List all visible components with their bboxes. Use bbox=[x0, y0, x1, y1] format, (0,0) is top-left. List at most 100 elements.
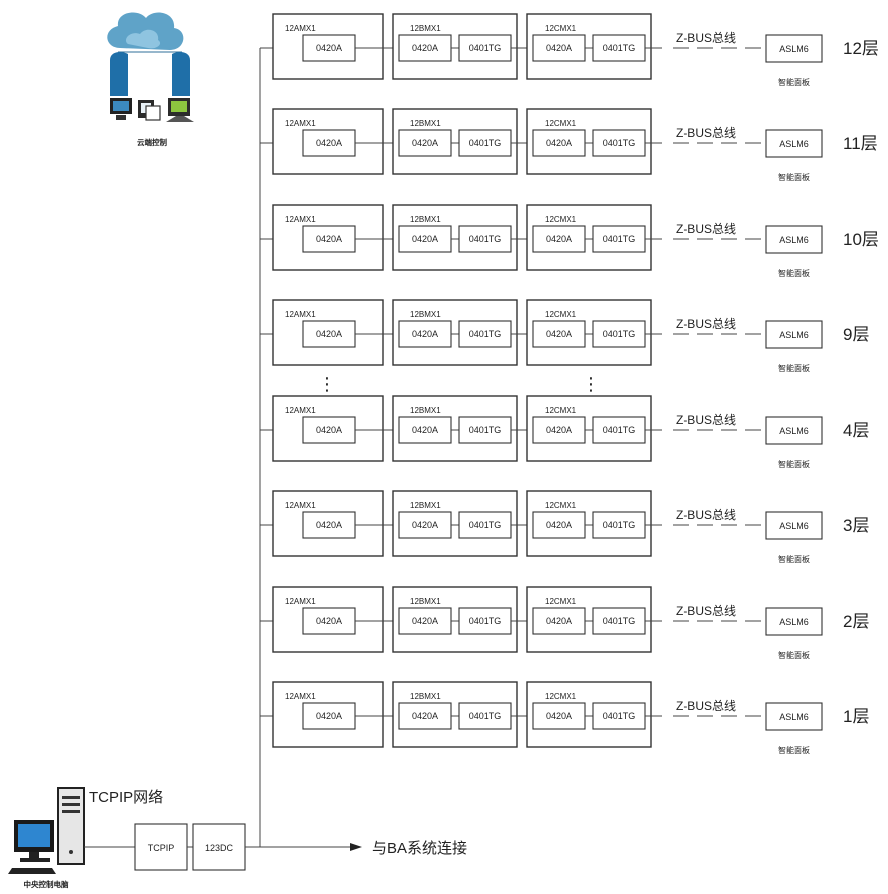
aslm6-label: ASLM6 bbox=[779, 617, 809, 627]
module-0420a-label: 0420A bbox=[316, 616, 342, 626]
module-0420a-label: 0420A bbox=[316, 329, 342, 339]
module-0420a bbox=[398, 416, 452, 444]
aslm6-label: ASLM6 bbox=[779, 44, 809, 54]
cloud-control-caption: 云端控制 bbox=[137, 137, 167, 147]
aslm6-label: ASLM6 bbox=[779, 139, 809, 149]
module-0420a bbox=[532, 511, 586, 539]
module-0401tg bbox=[592, 320, 646, 348]
module-0401tg bbox=[458, 416, 512, 444]
smart-panel-caption: 智能面板 bbox=[778, 363, 810, 373]
module-0420a-label: 0420A bbox=[546, 520, 572, 530]
module-0420a bbox=[302, 320, 356, 348]
module-0401tg-label: 0401TG bbox=[469, 138, 502, 148]
module-0420a-label: 0420A bbox=[546, 329, 572, 339]
module-0420a bbox=[398, 320, 452, 348]
aslm6-label: ASLM6 bbox=[779, 712, 809, 722]
module-0420a-label: 0420A bbox=[412, 138, 438, 148]
panel-c-title: 12CMX1 bbox=[545, 24, 577, 33]
aslm6-label: ASLM6 bbox=[779, 426, 809, 436]
module-0420a bbox=[302, 34, 356, 62]
module-0420a-label: 0420A bbox=[546, 234, 572, 244]
panel-a-title: 12AMX1 bbox=[285, 501, 316, 510]
module-0420a-label: 0420A bbox=[546, 138, 572, 148]
smart-panel-caption: 智能面板 bbox=[778, 77, 810, 87]
module-0401tg-label: 0401TG bbox=[603, 138, 636, 148]
module-0401tg-label: 0401TG bbox=[603, 616, 636, 626]
panel-b-title: 12BMX1 bbox=[410, 597, 441, 606]
module-0401tg bbox=[458, 702, 512, 730]
module-0420a-label: 0420A bbox=[316, 138, 342, 148]
floor-label: 4层 bbox=[843, 421, 869, 440]
zbus-label: Z-BUS总线 bbox=[676, 508, 736, 522]
module-0420a bbox=[532, 702, 586, 730]
aslm6-panel bbox=[765, 129, 823, 158]
module-0401tg-label: 0401TG bbox=[603, 43, 636, 53]
module-0420a bbox=[532, 34, 586, 62]
panel-b-title: 12BMX1 bbox=[410, 501, 441, 510]
smart-panel-caption: 智能面板 bbox=[778, 172, 810, 182]
dc-box bbox=[192, 823, 246, 871]
module-0401tg bbox=[458, 320, 512, 348]
panel-a-title: 12AMX1 bbox=[285, 692, 316, 701]
module-0401tg-label: 0401TG bbox=[469, 43, 502, 53]
ba-connection-label: 与BA系统连接 bbox=[372, 840, 467, 857]
panel-b-title: 12BMX1 bbox=[410, 215, 441, 224]
panel-c-title: 12CMX1 bbox=[545, 406, 577, 415]
floor-label: 1层 bbox=[843, 707, 869, 726]
module-0420a bbox=[398, 34, 452, 62]
aslm6-label: ASLM6 bbox=[779, 235, 809, 245]
aslm6-panel bbox=[765, 702, 823, 731]
cloud-control-icon bbox=[107, 12, 194, 122]
ellipsis-left: ⋮ bbox=[318, 374, 336, 394]
module-0401tg-label: 0401TG bbox=[469, 711, 502, 721]
panel-a-title: 12AMX1 bbox=[285, 406, 316, 415]
panel-c-title: 12CMX1 bbox=[545, 501, 577, 510]
module-0420a-label: 0420A bbox=[546, 425, 572, 435]
panel-b-title: 12BMX1 bbox=[410, 310, 441, 319]
panel-c-title: 12CMX1 bbox=[545, 597, 577, 606]
panel-a-title: 12AMX1 bbox=[285, 215, 316, 224]
panel-b-title: 12BMX1 bbox=[410, 406, 441, 415]
aslm6-panel bbox=[765, 320, 823, 349]
module-0401tg bbox=[592, 607, 646, 635]
smart-panel-caption: 智能面板 bbox=[778, 268, 810, 278]
module-0420a bbox=[398, 702, 452, 730]
module-0420a bbox=[302, 225, 356, 253]
module-0420a-label: 0420A bbox=[316, 711, 342, 721]
aslm6-label: ASLM6 bbox=[779, 521, 809, 531]
floor-label: 10层 bbox=[843, 230, 879, 249]
module-0401tg-label: 0401TG bbox=[469, 329, 502, 339]
panel-c-title: 12CMX1 bbox=[545, 692, 577, 701]
aslm6-label: ASLM6 bbox=[779, 330, 809, 340]
floor-rows: 12AMX1 0420A 12BMX1 0420A 0401TG 12CMX1 0420A 0… bbox=[260, 13, 879, 755]
panel-a-title: 12AMX1 bbox=[285, 24, 316, 33]
module-0401tg bbox=[458, 607, 512, 635]
tcpip-box bbox=[134, 823, 188, 871]
module-0420a-label: 0420A bbox=[412, 520, 438, 530]
module-0420a-label: 0420A bbox=[546, 43, 572, 53]
floor-label: 9层 bbox=[843, 325, 869, 344]
module-0420a-label: 0420A bbox=[412, 425, 438, 435]
module-0420a bbox=[302, 702, 356, 730]
zbus-label: Z-BUS总线 bbox=[676, 31, 736, 45]
aslm6-panel bbox=[765, 511, 823, 540]
ba-arrow-icon bbox=[350, 843, 362, 851]
panel-a-title: 12AMX1 bbox=[285, 310, 316, 319]
module-0401tg bbox=[592, 129, 646, 157]
module-0420a bbox=[532, 607, 586, 635]
module-0420a-label: 0420A bbox=[412, 616, 438, 626]
module-0420a-label: 0420A bbox=[316, 520, 342, 530]
module-0401tg bbox=[592, 511, 646, 539]
module-0401tg-label: 0401TG bbox=[603, 520, 636, 530]
panel-c-title: 12CMX1 bbox=[545, 119, 577, 128]
module-0401tg-label: 0401TG bbox=[603, 329, 636, 339]
